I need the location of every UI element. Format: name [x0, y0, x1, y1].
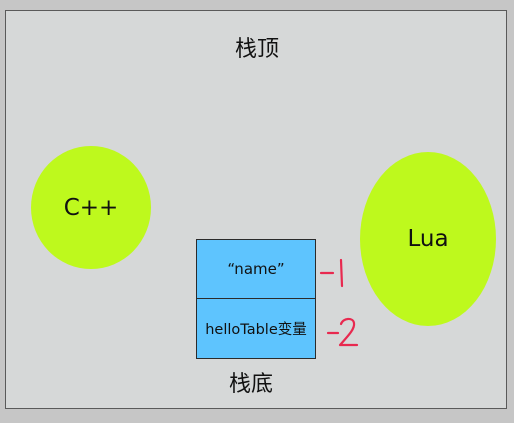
stack-slot-hellotable: helloTable变量 — [196, 298, 316, 359]
index-mark-minus-2 — [326, 317, 359, 347]
stack-diagram: 栈顶 C++ Lua “name” helloTable变量 栈底 — [5, 10, 507, 409]
lua-label: Lua — [407, 226, 449, 252]
cpp-ellipse: C++ — [31, 146, 151, 269]
stack-slot-name-text: “name” — [227, 260, 285, 278]
stack-slot-hellotable-text: helloTable变量 — [205, 322, 307, 338]
stack-bottom-label: 栈底 — [228, 372, 273, 397]
stack-slot-name: “name” — [196, 239, 316, 299]
cpp-label: C++ — [63, 194, 119, 221]
stack-top-label: 栈顶 — [234, 37, 279, 62]
lua-ellipse: Lua — [360, 152, 496, 326]
index-mark-minus-1 — [319, 258, 344, 288]
